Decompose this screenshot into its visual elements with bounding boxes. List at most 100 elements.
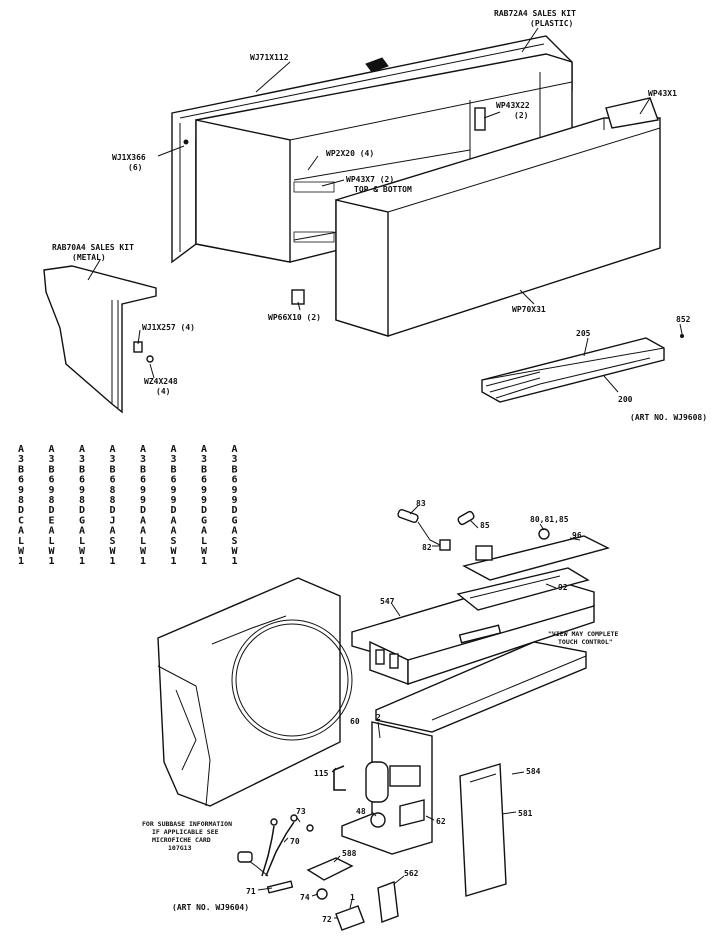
subbase-note-line-1: FOR SUBBASE INFORMATION [142, 820, 232, 828]
leader-lines-upper [87, 27, 683, 393]
model-code-char: 9 [201, 485, 207, 496]
model-code-char: A [140, 515, 146, 526]
model-code-char: D [201, 505, 207, 516]
model-code-char: 8 [49, 495, 55, 506]
model-code-char: A [232, 444, 238, 455]
model-code-char: 9 [79, 485, 85, 496]
label-71: 71 [246, 887, 256, 896]
model-code-char: 3 [140, 454, 146, 465]
model-code-char: J [110, 515, 116, 526]
model-code-char: 6 [171, 475, 177, 486]
label-80-81-85: 80,81,85 [530, 515, 569, 524]
subbase-note-line-3: MICROFICHE CARD [152, 836, 211, 844]
model-code-char: 6 [110, 475, 116, 486]
screw-wz4x248 [146, 355, 154, 363]
clip-wp66x10 [291, 289, 305, 305]
bracket-115 [333, 765, 346, 791]
model-code-char: S [110, 536, 116, 547]
rear-bulkhead-panel [157, 577, 353, 807]
label-73: 73 [296, 807, 306, 816]
model-code-char: L [140, 536, 146, 547]
model-code-char: W [18, 546, 25, 557]
model-code-char: W [79, 546, 86, 557]
base-rail-part [481, 334, 684, 403]
model-code-char: A [18, 444, 24, 455]
leader-lines-lower [257, 505, 581, 919]
model-code-char: B [140, 464, 146, 475]
label-96: 96 [572, 531, 582, 540]
model-code-char: 9 [201, 495, 207, 506]
model-code-char: A [140, 444, 146, 455]
label-view-note-1: "VIEW MAY COMPLETE [548, 630, 619, 638]
model-code-char: 1 [171, 556, 177, 567]
control-bracket-frame [341, 721, 433, 855]
model-code-char: D [79, 505, 85, 516]
subbase-note-line-2: IF APPLICABLE SEE [152, 828, 219, 836]
model-code-char: W [110, 546, 117, 557]
model-code-char: C [18, 515, 24, 526]
model-code-char: A [49, 444, 55, 455]
subbase-note-line-4: 107G13 [168, 844, 192, 852]
model-code-char: B [18, 464, 24, 475]
model-code-char: 1 [140, 556, 146, 567]
label-art-upper: (ART NO. WJ9608) [630, 413, 707, 422]
switch-562 [377, 881, 399, 923]
model-code-char: D [171, 505, 177, 516]
label-wp66x10: WP66X10 (2) [268, 313, 321, 322]
model-code-char: W [232, 546, 239, 557]
control-console-box [351, 575, 595, 686]
label-view-note-2: TOUCH CONTROL" [558, 638, 613, 646]
model-code-char: A [110, 444, 116, 455]
model-code-char: A [171, 515, 177, 526]
label-581: 581 [518, 809, 533, 818]
model-code-char: 6 [18, 475, 24, 486]
label-wp43x22: WP43X22 [496, 101, 530, 110]
label-115: 115 [314, 769, 329, 778]
label-852: 852 [676, 315, 691, 324]
model-code-char: A [18, 526, 24, 537]
model-code-char: 3 [232, 454, 238, 465]
model-code-char: 6 [201, 475, 207, 486]
cover-plate [459, 763, 507, 897]
model-code-char: A [110, 526, 116, 537]
touch-control-board [456, 535, 610, 611]
model-code-char: 1 [232, 556, 238, 567]
model-code-char: 9 [232, 495, 238, 506]
label-art-lower: (ART NO. WJ9604) [172, 903, 249, 912]
label-200: 200 [618, 395, 633, 404]
label-82: 82 [422, 543, 432, 552]
model-code-char: 8 [110, 485, 116, 496]
label-wz4x248-qty: (4) [156, 387, 170, 396]
label-wp43x7-note: TOP & BOTTOM [354, 185, 412, 194]
label-1: 1 [350, 893, 355, 902]
label-83: 83 [416, 499, 426, 508]
mount-plate-588 [306, 857, 354, 881]
model-code-char: G [232, 515, 238, 526]
model-code-char: D [18, 505, 24, 516]
label-70: 70 [290, 837, 300, 846]
label-wj1x257: WJ1X257 (4) [142, 323, 195, 332]
model-code-char: 9 [140, 495, 146, 506]
model-code-char: 9 [171, 495, 177, 506]
label-85: 85 [480, 521, 490, 530]
model-code-char: 8 [18, 495, 24, 506]
model-code-char: G [79, 515, 85, 526]
model-code-char: 1 [49, 556, 55, 567]
model-code-char: S [232, 536, 238, 547]
model-code-char: B [201, 464, 207, 475]
model-code-char: B [79, 464, 85, 475]
label-sales-kit-metal: RAB70A4 SALES KIT [52, 243, 134, 252]
thermistor-74 [316, 888, 328, 900]
model-code-char: B [232, 464, 238, 475]
mounting-rail [375, 641, 587, 733]
metal-side-bracket [43, 265, 157, 414]
model-code-char: 8 [110, 495, 116, 506]
model-code-char: G [201, 515, 207, 526]
model-code-char: 9 [18, 485, 24, 496]
model-code-char: B [49, 464, 55, 475]
model-code-char: 3 [171, 454, 177, 465]
label-wp43x1: WP43X1 [648, 89, 677, 98]
label-wp2x20: WP2X20 (4) [326, 149, 374, 158]
model-code-char: 9 [232, 485, 238, 496]
